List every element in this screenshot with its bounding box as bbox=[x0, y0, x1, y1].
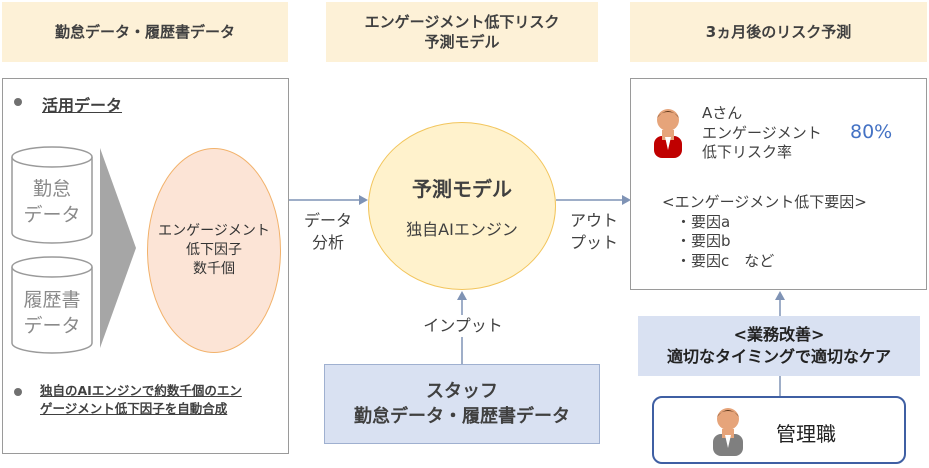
model-circle: 予測モデル 独自AIエンジン bbox=[368, 122, 556, 290]
metric-line1: エンゲージメント bbox=[702, 123, 822, 142]
improvement-box: <業務改善> 適切なタイミングで適切なケア bbox=[638, 316, 920, 376]
factor-oval: エンゲージメント 低下因子 数千個 bbox=[147, 148, 281, 353]
factor-line3: 数千個 bbox=[193, 260, 235, 277]
improvement-line1: <業務改善> bbox=[733, 325, 825, 345]
factor-item: ・要因a bbox=[676, 212, 731, 231]
database-icon-resume bbox=[11, 256, 93, 354]
factor-line2: 低下因子 bbox=[186, 242, 242, 259]
header-middle-line2: 予測モデル bbox=[424, 33, 500, 51]
header-right-text: 3ヵ月後のリスク予測 bbox=[705, 22, 852, 41]
header-middle-line1: エンゲージメント低下リスク bbox=[364, 12, 560, 31]
arrow-output bbox=[556, 195, 631, 205]
manager-label: 管理職 bbox=[776, 422, 836, 446]
note-line1: 独自のAIエンジンで約数千個のエン bbox=[40, 383, 242, 398]
manager-box bbox=[652, 396, 906, 464]
prediction-person: Aさん エンゲージメント 低下リスク率 bbox=[702, 104, 822, 163]
analysis-line2: 分析 bbox=[311, 232, 344, 252]
left-panel-title: 活用データ bbox=[42, 96, 123, 115]
factor-item: ・要因b bbox=[676, 232, 731, 250]
model-title: 予測モデル bbox=[412, 176, 512, 201]
cylinder-attendance-line1: 勤怠 bbox=[32, 178, 71, 200]
model-subtitle: 独自AIエンジン bbox=[406, 219, 518, 239]
improvement-line2: 適切なタイミングで適切なケア bbox=[666, 347, 891, 366]
header-left-text: 勤怠データ・履歴書データ bbox=[54, 22, 235, 41]
cylinder-resume-line2: データ bbox=[23, 314, 81, 337]
database-icon-attendance bbox=[11, 146, 93, 244]
output-label: アウト プット bbox=[560, 210, 628, 253]
staff-line2: 勤怠データ・履歴書データ bbox=[354, 406, 570, 427]
manager-icon bbox=[713, 408, 743, 456]
factors-block: <エンゲージメント低下要因> ・要因a ・要因b ・要因c など bbox=[662, 193, 867, 271]
bullet-icon bbox=[14, 98, 22, 106]
cylinder-attendance-label: 勤怠 データ bbox=[10, 177, 94, 228]
cylinder-resume-line1: 履歴書 bbox=[23, 289, 81, 311]
header-left: 勤怠データ・履歴書データ bbox=[2, 2, 288, 62]
cylinder-resume-label: 履歴書 データ bbox=[10, 288, 94, 339]
header-right: 3ヵ月後のリスク予測 bbox=[630, 2, 927, 62]
output-line2: プット bbox=[569, 232, 618, 252]
staff-line1: スタッフ bbox=[426, 380, 498, 402]
input-label: インプット bbox=[408, 315, 518, 337]
analysis-line1: データ bbox=[303, 211, 352, 230]
risk-rate: 80% bbox=[850, 121, 893, 143]
factor-item: ・要因c など bbox=[676, 251, 775, 270]
header-middle: エンゲージメント低下リスク 予測モデル bbox=[326, 2, 598, 62]
left-panel-note: 独自のAIエンジンで約数千個のエン ゲージメント低下因子を自動合成 bbox=[40, 382, 242, 417]
person-icon bbox=[654, 109, 682, 158]
output-line1: アウト bbox=[569, 211, 618, 230]
note-line2: ゲージメント低下因子を自動合成 bbox=[40, 400, 228, 416]
staff-box: スタッフ 勤怠データ・履歴書データ bbox=[324, 364, 600, 444]
person-name: Aさん bbox=[702, 104, 743, 122]
note-bullet-icon bbox=[14, 388, 22, 396]
analysis-label: データ 分析 bbox=[294, 210, 362, 253]
factor-line1: エンゲージメント bbox=[158, 223, 270, 240]
cylinder-attendance-line2: データ bbox=[23, 203, 81, 226]
metric-line2: 低下リスク率 bbox=[702, 143, 793, 161]
prediction-panel bbox=[630, 78, 927, 290]
chevron-right-icon bbox=[100, 148, 136, 348]
factors-title: <エンゲージメント低下要因> bbox=[662, 193, 867, 211]
arrow-analysis bbox=[289, 195, 368, 205]
